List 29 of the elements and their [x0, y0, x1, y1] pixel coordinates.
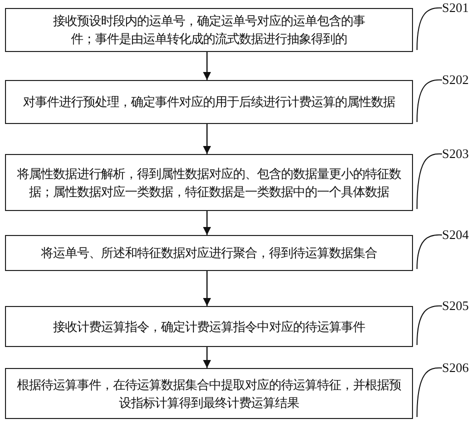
- process-box: [5, 306, 413, 347]
- leader-line: [416, 7, 442, 50]
- process-box: [5, 8, 413, 52]
- step-number: S204: [442, 228, 469, 242]
- step-text: 接收计费运算指令，确定计费运算指令中对应的待运算事件: [53, 318, 365, 336]
- step-text: 将属性数据进行解析，得到属性数据对应的、包含的数据量更小的特征数据；属性数据对应一类数据，特征数据是一类数据中的一个具体数据: [16, 166, 402, 200]
- step-number: S205: [442, 299, 469, 313]
- arrow: [203, 124, 211, 154]
- leader-line: [416, 79, 442, 122]
- process-box: [5, 80, 413, 124]
- leader-line: [416, 367, 442, 418]
- step-number: S201: [442, 1, 469, 15]
- arrow: [203, 347, 211, 368]
- step-number: S203: [442, 147, 469, 161]
- arrow: [203, 211, 211, 235]
- step-text: 接收预设时段内的运单号，确定运单号对应的运单包含的事件；事件是由运单转化成的流式数据进行抽象得到的: [52, 13, 366, 48]
- step-number: S202: [442, 73, 469, 87]
- step-text: 根据待运算事件，在待运算数据集合中提取对应的待运算特征，并根据预设指标计算得到最终计费运算结果: [16, 376, 402, 412]
- process-box: [5, 368, 413, 419]
- step-text: 将运单号、所述和特征数据对应进行聚合，得到待运算数据集合: [41, 245, 377, 262]
- leader-line: [416, 234, 442, 270]
- arrow: [203, 271, 211, 306]
- leader-line: [416, 305, 442, 346]
- process-box: [5, 154, 413, 211]
- arrow: [203, 52, 211, 80]
- step-number: S206: [442, 361, 469, 375]
- step-text: 对事件进行预处理，确定事件对应的用于后续进行计费运算的属性数据: [23, 94, 395, 111]
- leader-line: [416, 153, 442, 210]
- process-box: [5, 235, 413, 271]
